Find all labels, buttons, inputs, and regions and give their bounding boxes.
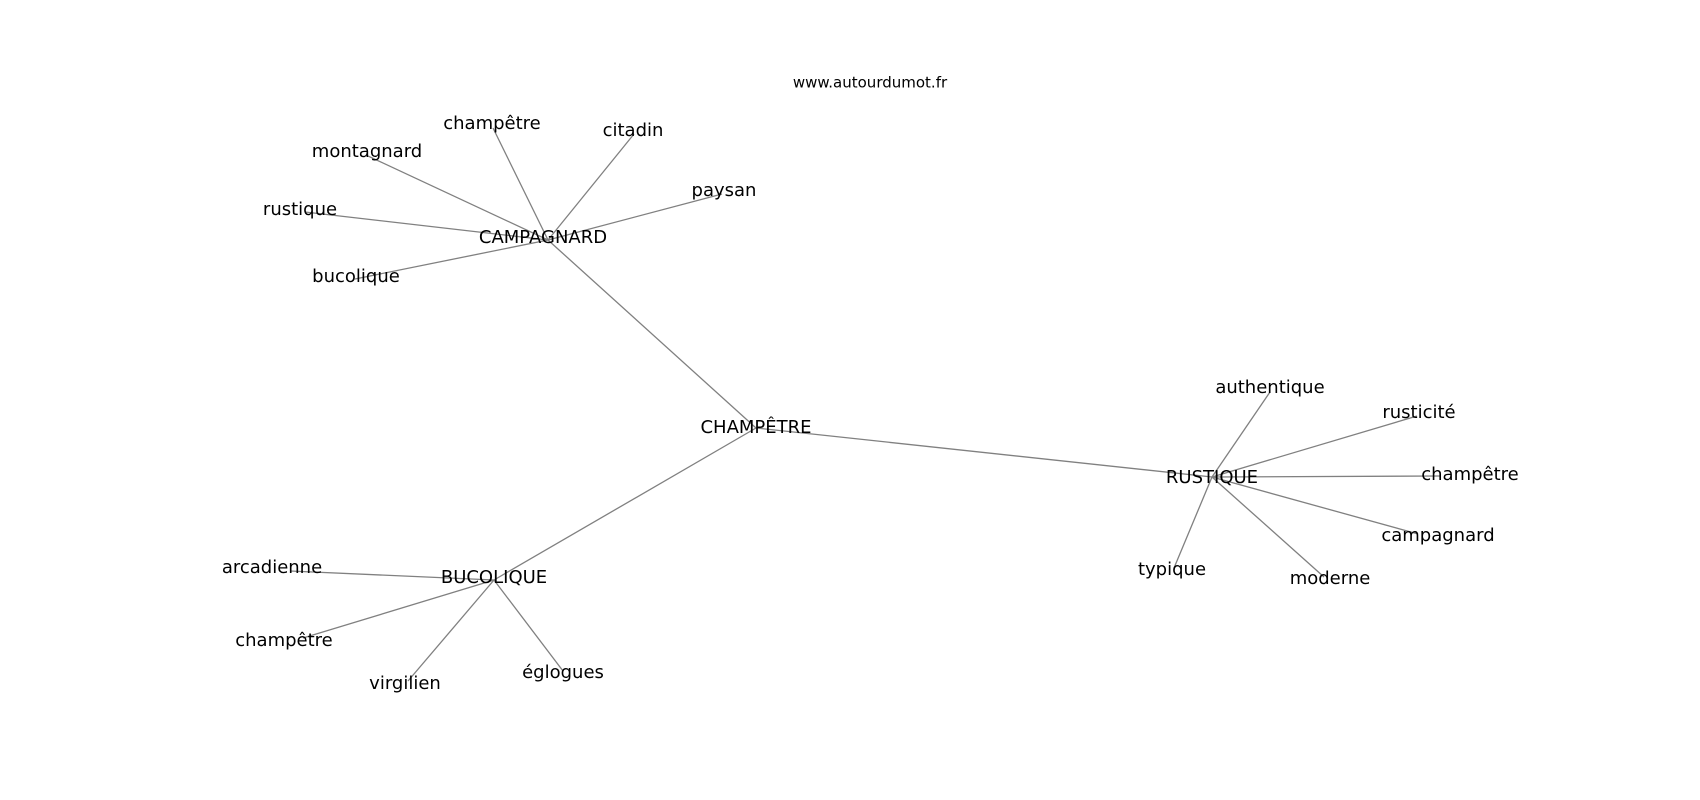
leaf-node-label[interactable]: champêtre bbox=[1421, 464, 1519, 485]
edge-hub-to-leaf bbox=[1211, 476, 1419, 535]
edge-hub-to-leaf bbox=[407, 579, 495, 682]
leaf-node-label[interactable]: citadin bbox=[603, 120, 664, 141]
leaf-node-label[interactable]: montagnard bbox=[312, 141, 422, 162]
leaf-node-label[interactable]: typique bbox=[1138, 559, 1206, 580]
leaf-node-label[interactable]: authentique bbox=[1215, 377, 1324, 398]
edge-hub-to-leaf bbox=[1211, 415, 1418, 478]
edge-hub-to-leaf bbox=[354, 239, 549, 280]
hub-node-label[interactable]: RUSTIQUE bbox=[1166, 467, 1258, 488]
leaf-node-label[interactable]: églogues bbox=[522, 662, 604, 683]
leaf-node-label[interactable]: campagnard bbox=[1381, 525, 1494, 546]
leaf-node-label[interactable]: bucolique bbox=[312, 266, 400, 287]
leaf-node-label[interactable]: paysan bbox=[692, 180, 757, 201]
edge-hub-to-leaf bbox=[302, 579, 495, 639]
leaf-node-label[interactable]: rustique bbox=[263, 199, 337, 220]
leaf-node-label[interactable]: arcadienne bbox=[222, 557, 322, 578]
edge-center-to-hub bbox=[493, 427, 757, 581]
edge-hub-to-leaf bbox=[492, 127, 549, 241]
leaf-node-label[interactable]: virgilien bbox=[369, 673, 441, 694]
edge-hub-to-leaf bbox=[547, 133, 635, 241]
graph-edges bbox=[289, 127, 1441, 682]
leaf-node-label[interactable]: champêtre bbox=[443, 113, 541, 134]
edge-hub-to-leaf bbox=[547, 193, 723, 241]
edge-hub-to-leaf bbox=[1211, 391, 1271, 478]
edge-hub-to-leaf bbox=[1211, 475, 1441, 478]
hub-node-label[interactable]: BUCOLIQUE bbox=[441, 567, 547, 588]
leaf-node-label[interactable]: moderne bbox=[1290, 568, 1371, 589]
edge-hub-to-leaf bbox=[367, 155, 549, 241]
leaf-node-label[interactable]: rusticité bbox=[1382, 402, 1455, 423]
leaf-node-label[interactable]: champêtre bbox=[235, 630, 333, 651]
source-label: www.autourdumot.fr bbox=[793, 74, 948, 92]
edge-hub-to-leaf bbox=[1211, 476, 1325, 578]
central-node-label[interactable]: CHAMPÊTRE bbox=[700, 416, 811, 438]
graph-labels: www.autourdumot.fr CHAMPÊTRE CAMPAGNARD c… bbox=[222, 74, 1519, 695]
edge-center-to-hub bbox=[547, 239, 757, 429]
edge-hub-to-leaf bbox=[493, 579, 564, 672]
hub-node-label[interactable]: CAMPAGNARD bbox=[479, 227, 607, 248]
edge-center-to-hub bbox=[755, 427, 1213, 478]
edge-hub-to-leaf bbox=[304, 211, 549, 241]
edge-hub-to-leaf bbox=[289, 570, 495, 581]
edge-hub-to-leaf bbox=[1173, 476, 1213, 569]
